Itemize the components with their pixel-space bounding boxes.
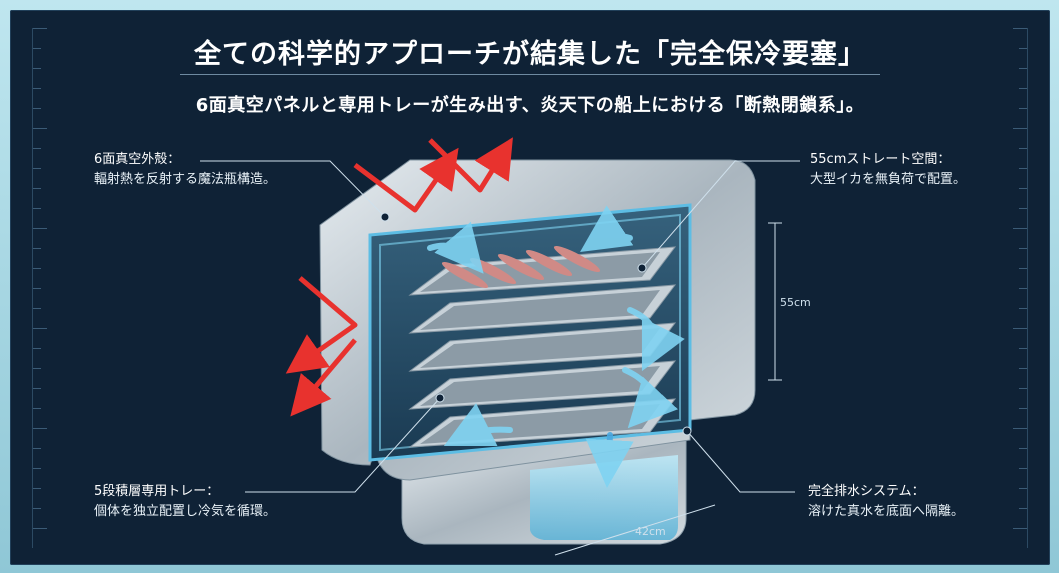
title-divider (180, 74, 880, 75)
ruler-tick (33, 388, 41, 389)
left-ruler (32, 28, 51, 548)
ruler-tick (33, 268, 41, 269)
cold-air-arrows (427, 205, 685, 488)
ruler-tick (33, 168, 41, 169)
cold-air-arrow-4 (622, 367, 678, 429)
trays-leader (245, 397, 441, 493)
squid-5 (553, 246, 601, 272)
ruler-tick (1019, 468, 1027, 469)
callout-space-heading: 55cmストレート空間： (810, 152, 951, 167)
depth-dimension-label: 42cm (635, 525, 666, 538)
ruler-tick (33, 148, 41, 149)
heat-arrow-3 (285, 276, 358, 374)
infographic-panel: 全ての科学的アプローチが結集した「完全保冷要塞」 6面真空パネルと専用トレーが生… (10, 10, 1050, 565)
ruler-tick (1019, 368, 1027, 369)
ruler-tick (33, 28, 47, 29)
ruler-tick (1013, 428, 1027, 429)
ruler-tick (1019, 148, 1027, 149)
space-leader (641, 160, 800, 269)
tray-mesh-4 (420, 366, 660, 406)
ruler-tick (1019, 208, 1027, 209)
ruler-tick (1019, 108, 1027, 109)
ruler-tick (1019, 88, 1027, 89)
ruler-tick (1019, 168, 1027, 169)
height-dimension (768, 222, 782, 381)
callout-leaders (200, 160, 800, 493)
ruler-tick (33, 88, 41, 89)
ruler-tick (1019, 448, 1027, 449)
ruler-tick (1019, 508, 1027, 509)
callout-drain-heading: 完全排水システム： (808, 484, 925, 499)
ruler-tick (1019, 488, 1027, 489)
ruler-tick (33, 368, 41, 369)
ruler-tick (1019, 288, 1027, 289)
ruler-tick (33, 428, 47, 429)
ruler-tick (1019, 48, 1027, 49)
tray-mesh-2 (420, 290, 660, 330)
ruler-tick (33, 48, 41, 49)
page-title: 全ての科学的アプローチが結集した「完全保冷要塞」 (194, 39, 866, 70)
callout-trays: 5段積層専用トレー： 個体を独立配置し冷気を循環。 (94, 482, 276, 522)
height-dimension-label: 55cm (780, 296, 811, 309)
callout-shell-heading: 6面真空外殻： (94, 152, 181, 167)
cold-air-arrow-3 (627, 307, 685, 372)
ruler-tick (33, 288, 41, 289)
ruler-tick (1019, 268, 1027, 269)
squid-3 (497, 254, 545, 280)
squid-4 (525, 250, 573, 276)
callout-space-body: 大型イカを無負荷で配置。 (810, 172, 967, 187)
ruler-tick (1013, 528, 1027, 529)
ruler-tick (33, 528, 47, 529)
heat-arrow-4 (290, 338, 357, 417)
callout-shell-body: 輻射熱を反射する魔法瓶構造。 (94, 172, 277, 187)
ruler-tick (33, 128, 47, 129)
ruler-tick (1019, 388, 1027, 389)
depth-dimension (554, 504, 716, 556)
callout-drain-body: 溶けた真水を底面へ隔離。 (808, 504, 965, 519)
ruler-tick (1013, 128, 1027, 129)
ruler-tick (1019, 248, 1027, 249)
callout-trays-body: 個体を独立配置し冷気を循環。 (94, 504, 277, 519)
cold-air-arrow-5 (443, 403, 513, 447)
ruler-tick (33, 448, 41, 449)
ruler-tick (1019, 348, 1027, 349)
ruler-tick (1019, 68, 1027, 69)
right-ruler (1009, 28, 1028, 548)
ruler-tick (1013, 228, 1027, 229)
ruler-tick (33, 328, 47, 329)
ruler-tick (33, 488, 41, 489)
callout-drain: 完全排水システム： 溶けた真水を底面へ隔離。 (808, 482, 964, 522)
ruler-tick (33, 188, 41, 189)
heat-arrow-1 (353, 147, 459, 213)
ruler-tick (33, 508, 41, 509)
cold-air-arrow-2 (580, 205, 634, 252)
callout-shell: 6面真空外殻： 輻射熱を反射する魔法瓶構造。 (94, 150, 276, 190)
page-subtitle: 6面真空パネルと専用トレーが生み出す、炎天下の船上における「断熱閉鎖系」。 (195, 95, 865, 116)
ruler-tick (33, 468, 41, 469)
ruler-tick (1013, 328, 1027, 329)
ruler-tick (1019, 188, 1027, 189)
drain-leader (686, 430, 795, 493)
ruler-tick (33, 108, 41, 109)
ruler-tick (33, 208, 41, 209)
cooler-illustration: 55cm 42cm (200, 137, 811, 556)
callout-trays-heading: 5段積層専用トレー： (94, 484, 220, 499)
ruler-tick (33, 408, 41, 409)
ruler-tick (33, 68, 41, 69)
callout-space: 55cmストレート空間： 大型イカを無負荷で配置。 (810, 150, 966, 190)
cold-air-arrow-1 (427, 221, 484, 274)
ruler-tick (33, 248, 41, 249)
drain-flow-arrow (585, 432, 634, 488)
ruler-tick (33, 228, 47, 229)
heat-arrow-2 (428, 137, 513, 193)
ruler-tick (33, 348, 41, 349)
heat-arrows (285, 137, 513, 417)
ruler-tick (1019, 408, 1027, 409)
shell-leader (200, 160, 386, 218)
ruler-tick (1013, 28, 1027, 29)
tray-mesh-3 (420, 328, 660, 368)
ruler-tick (1019, 308, 1027, 309)
ruler-tick (33, 308, 41, 309)
